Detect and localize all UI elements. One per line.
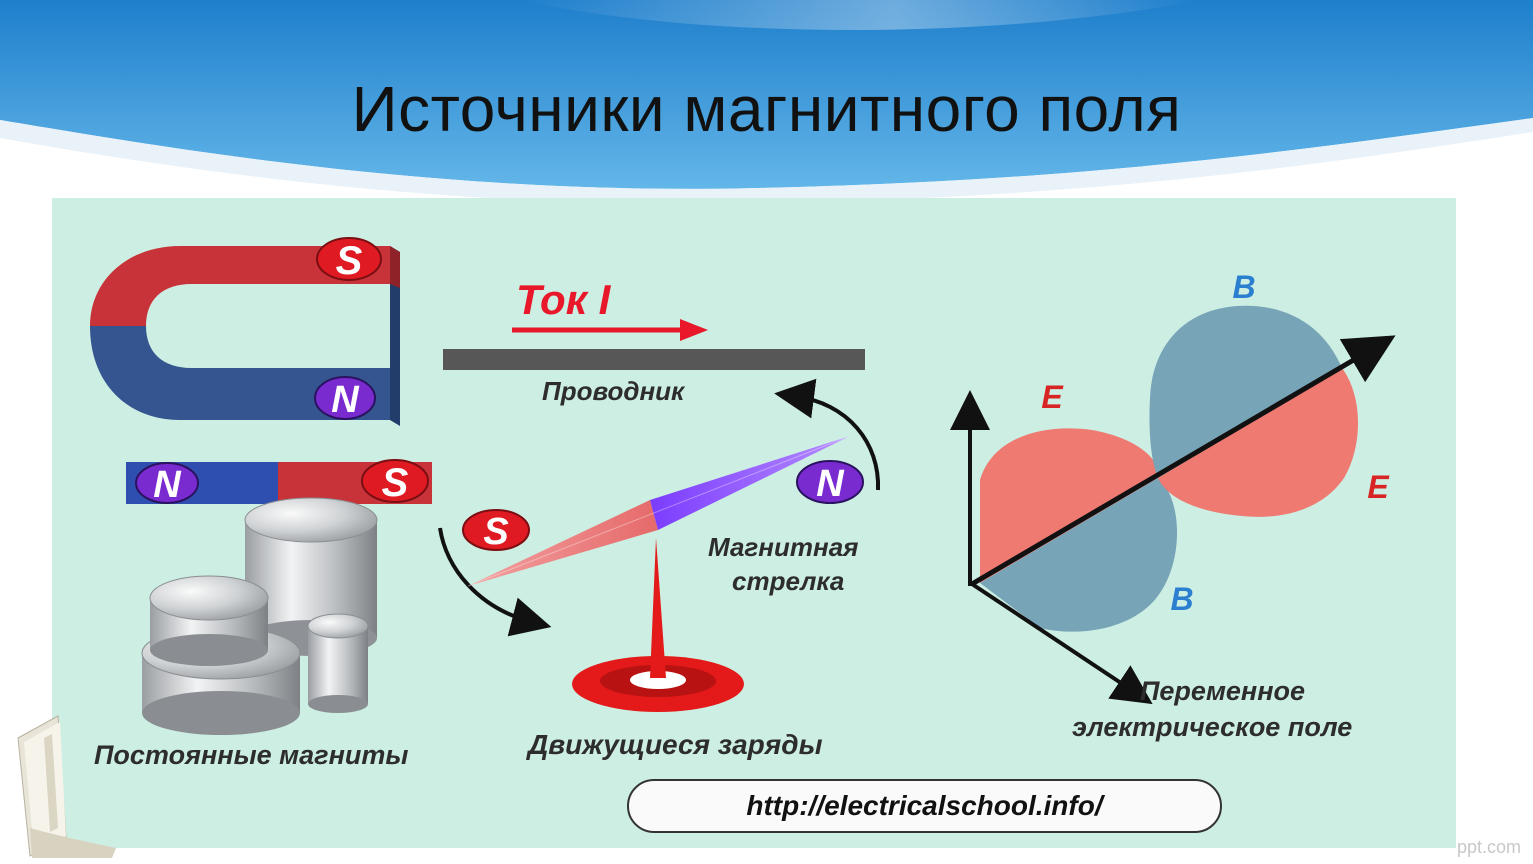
- e-label-right: E: [1367, 469, 1390, 505]
- diagram-panel: S N N S: [52, 198, 1456, 848]
- permanent-magnets-caption: Постоянные магниты: [94, 740, 408, 770]
- moving-charges-caption: Движущиеся заряды: [526, 729, 823, 760]
- slide-title: Источники магнитного поля: [351, 73, 1182, 145]
- needle-s-label: S: [483, 511, 508, 553]
- horseshoe-s-label: S: [336, 239, 363, 283]
- axis-diagonal: [970, 582, 1153, 705]
- b-label-bottom: B: [1170, 581, 1193, 617]
- bar-magnet: N S: [126, 459, 432, 506]
- e-label-left: E: [1041, 379, 1064, 415]
- b-label-top: B: [1232, 269, 1255, 305]
- source-url: http://electricalschool.info/: [627, 779, 1222, 833]
- current-arrow: [512, 319, 708, 341]
- b-lobe-left: [980, 478, 1178, 632]
- needle-n-label: N: [816, 463, 845, 505]
- needle-label-line1: Магнитная: [708, 532, 859, 562]
- needle-pole-badge-n: N: [796, 460, 864, 505]
- conductor-label: Проводник: [542, 376, 686, 406]
- cylinder-magnets: [141, 497, 378, 735]
- watermark: ppt.com: [1456, 837, 1521, 857]
- compass-needle: [467, 435, 851, 712]
- e-lobe-right: [1158, 368, 1358, 517]
- alt-field-caption-line1: Переменное: [1140, 676, 1305, 706]
- pole-badge-n: N: [314, 376, 376, 421]
- axis-propagation: [970, 335, 1396, 587]
- book-icon: [17, 715, 116, 858]
- e-lobe-left: [980, 428, 1159, 583]
- current-label: Ток I: [516, 276, 612, 323]
- header-band: [0, 0, 1533, 205]
- needle-label-line2: стрелка: [732, 566, 844, 596]
- b-lobe-right: [1149, 305, 1342, 478]
- bar-s-label: S: [382, 461, 409, 505]
- bar-n-label: N: [153, 464, 182, 506]
- needle-pole-badge-s: S: [462, 509, 530, 553]
- rotation-arrow-right: [774, 378, 881, 491]
- conductor-wire: [443, 349, 865, 370]
- alt-field-caption-line2: электрическое поле: [1072, 712, 1352, 742]
- magnetic-sources-diagram: S N N S: [90, 237, 1396, 770]
- em-wave: [950, 305, 1396, 705]
- rotation-arrow-left: [438, 527, 552, 637]
- horseshoe-n-label: N: [331, 379, 360, 421]
- pole-badge-s: S: [316, 237, 382, 283]
